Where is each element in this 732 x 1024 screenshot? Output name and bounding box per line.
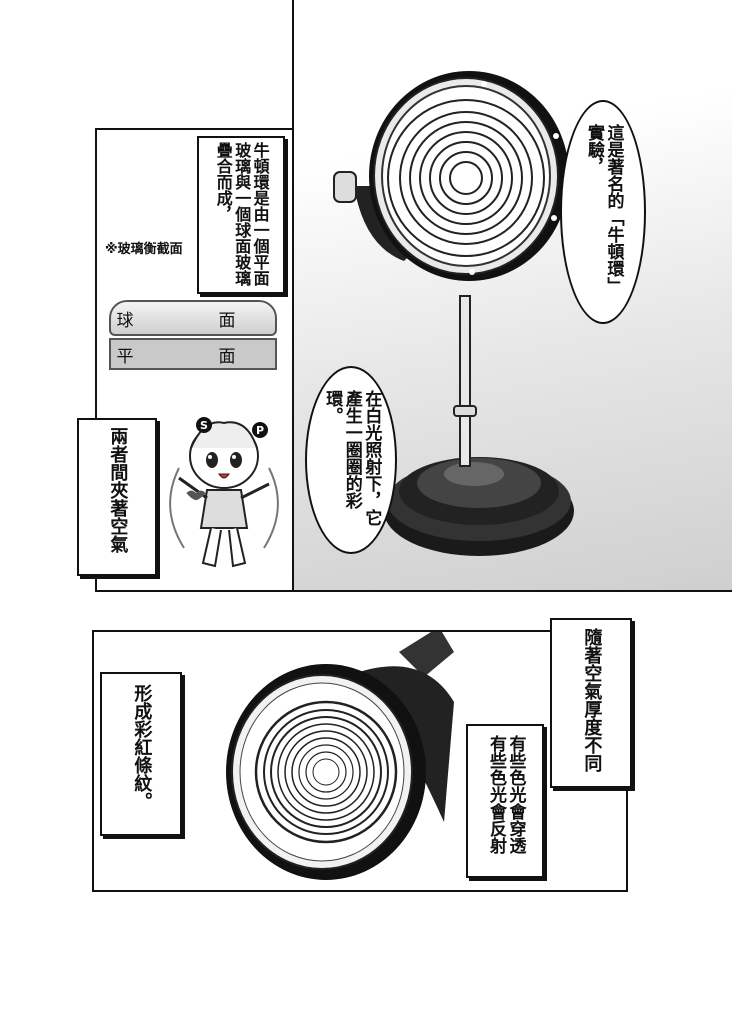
mascot-badge-s: S: [196, 417, 212, 433]
bubble-white-light-text: 在白光照射下，它產生一圈圈的彩環。: [322, 390, 382, 526]
panel-newton-apparatus: [292, 0, 732, 592]
caption-air-text: 兩者間夾著空氣: [107, 427, 129, 553]
badge-p-label: P: [255, 423, 265, 437]
sphere-plate-label: 球 面: [116, 310, 270, 331]
caption-air-between: 兩者間夾著空氣: [77, 418, 157, 576]
badge-s-label: S: [200, 418, 208, 432]
caption-glass-text: 牛頓環是由一個平面玻璃與一個球面玻璃疊合而成，: [213, 142, 270, 286]
mascot-character: [169, 421, 279, 568]
flat-plate-label: 平 面: [116, 346, 270, 367]
ring-closeup-illustration: [226, 632, 454, 880]
caption-pass-reflect-text: 有些色光會穿透有些色光會反射: [486, 735, 526, 854]
mascot-badge-p: P: [252, 422, 268, 438]
caption-pass-reflect: 有些色光會穿透有些色光會反射: [466, 724, 544, 878]
caption-air-thickness: 隨著空氣厚度不同: [550, 618, 632, 788]
caption-rainbow-fringes: 形成彩紅條紋。: [100, 672, 182, 836]
newton-ring-apparatus: [333, 71, 574, 556]
caption-fringes-text: 形成彩紅條紋。: [131, 684, 153, 810]
flat-glass-plate: 平 面: [109, 338, 277, 370]
caption-glass-composition: 牛頓環是由一個平面玻璃與一個球面玻璃疊合而成，: [197, 136, 285, 294]
bubble-famous-experiment: 這是著名的「牛頓環」實驗，: [560, 100, 646, 324]
bubble-famous-text: 這是著名的「牛頓環」實驗，: [584, 124, 624, 294]
caption-thickness-text: 隨著空氣厚度不同: [581, 628, 603, 772]
bubble-white-light: 在白光照射下，它產生一圈圈的彩環。: [305, 366, 397, 554]
sphere-glass-plate: 球 面: [109, 300, 277, 336]
cross-section-note: ※玻璃衡截面: [105, 242, 183, 257]
